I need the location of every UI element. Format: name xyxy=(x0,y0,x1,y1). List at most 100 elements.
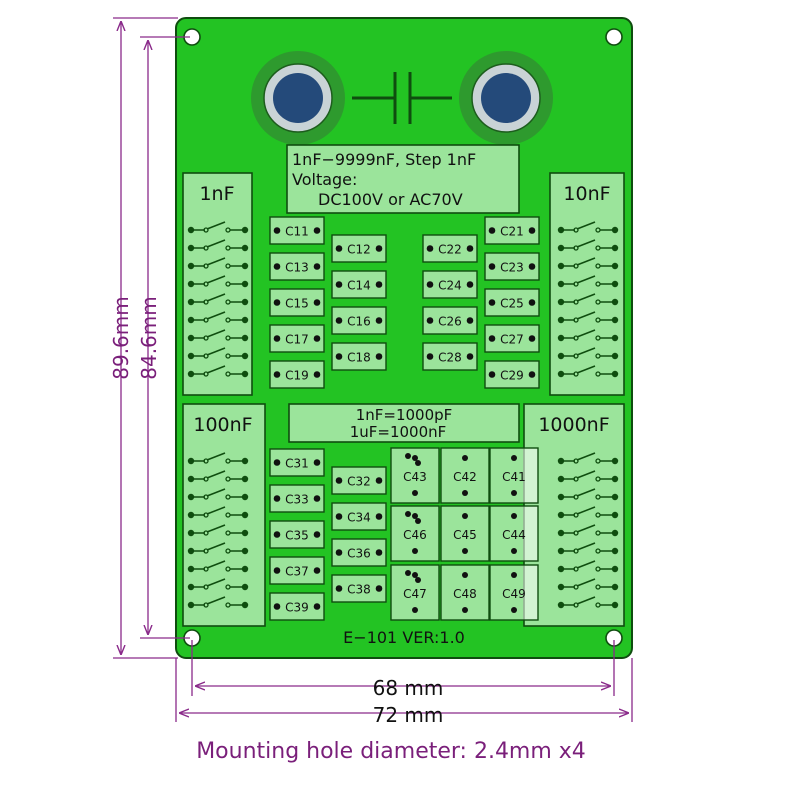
capacitor-c31: C31 xyxy=(269,448,325,477)
capacitor-label: C25 xyxy=(500,297,524,311)
capacitor-label: C12 xyxy=(347,243,371,257)
switch-symbol-icon xyxy=(557,524,619,537)
capacitor-label: C46 xyxy=(403,528,427,542)
capacitor-label: C22 xyxy=(438,243,462,257)
range-text: 1nF−9999nF, Step 1nF xyxy=(292,150,476,169)
capacitor-label: C48 xyxy=(453,587,477,601)
capacitor-label: C21 xyxy=(500,225,524,239)
switch-symbol-icon xyxy=(557,329,619,342)
capacitor-footprints: C11C13C15C17C19C12C14C16C18C22C24C26C28C… xyxy=(269,216,540,621)
width-inner-label: 68 mm xyxy=(373,676,444,700)
capacitor-c48: C48 xyxy=(440,564,490,621)
capacitor-label: C47 xyxy=(403,587,427,601)
capacitor-c49: C49 xyxy=(489,564,539,621)
width-outer-label: 72 mm xyxy=(373,703,444,727)
capacitor-label: C15 xyxy=(285,297,309,311)
capacitor-symbol-icon xyxy=(352,72,452,124)
voltage-label: Voltage: xyxy=(292,170,357,189)
board-version: E−101 VER:1.0 xyxy=(343,628,465,647)
height-inner-label: 84.6mm xyxy=(137,296,161,380)
dimension-lines xyxy=(113,17,633,722)
capacitor-label: C41 xyxy=(502,470,526,484)
terminal-left-icon xyxy=(251,51,345,145)
switch-symbol-icon xyxy=(187,257,249,270)
switch-symbol-icon xyxy=(557,293,619,306)
capacitor-c21: C21 xyxy=(484,216,540,245)
capacitor-c43: C43 xyxy=(390,447,440,504)
switch-symbol-icon xyxy=(187,542,249,555)
capacitor-c18: C18 xyxy=(331,342,387,371)
switch-symbol-icon xyxy=(187,488,249,501)
capacitor-label: C36 xyxy=(347,547,371,561)
switch-symbol-icon xyxy=(557,596,619,609)
capacitor-c14: C14 xyxy=(331,270,387,299)
capacitor-c29: C29 xyxy=(484,360,540,389)
switch-symbol-icon xyxy=(187,347,249,360)
capacitor-label: C26 xyxy=(438,315,462,329)
switch-symbol-icon xyxy=(187,365,249,378)
terminal-right-icon xyxy=(459,51,553,145)
capacitor-label: C14 xyxy=(347,279,371,293)
switch-symbol-icon xyxy=(187,560,249,573)
capacitor-c46: C46 xyxy=(390,505,440,562)
capacitor-c13: C13 xyxy=(269,252,325,281)
capacitor-c16: C16 xyxy=(331,306,387,335)
capacitor-c32: C32 xyxy=(331,466,387,495)
switch-symbol-icon xyxy=(187,329,249,342)
mounting-holes xyxy=(183,28,623,647)
switch-symbol-icon xyxy=(557,239,619,252)
capacitor-label: C24 xyxy=(438,279,462,293)
switch-symbol-icon xyxy=(187,452,249,465)
capacitor-label: C37 xyxy=(285,565,309,579)
spec-label-box: 1nF−9999nF, Step 1nF Voltage: DC100V or … xyxy=(286,144,520,214)
capacitor-c42: C42 xyxy=(440,447,490,504)
capacitor-label: C38 xyxy=(347,583,371,597)
capacitor-c25: C25 xyxy=(484,288,540,317)
capacitor-c28: C28 xyxy=(422,342,478,371)
switch-symbol-icon xyxy=(187,275,249,288)
switch-symbol-icon xyxy=(557,578,619,591)
capacitor-c35: C35 xyxy=(269,520,325,549)
switch-symbol-icon xyxy=(187,578,249,591)
height-outer-label: 89.6mm xyxy=(109,296,133,380)
capacitor-label: C16 xyxy=(347,315,371,329)
capacitor-label: C35 xyxy=(285,529,309,543)
switch-symbol-icon xyxy=(557,488,619,501)
switch-symbol-icon xyxy=(187,524,249,537)
switch-symbol-icon xyxy=(187,293,249,306)
switch-symbol-icon xyxy=(557,506,619,519)
switch-symbol-icon xyxy=(557,347,619,360)
capacitor-label: C43 xyxy=(403,470,427,484)
switch-group-10nf xyxy=(557,221,619,378)
capacitor-label: C33 xyxy=(285,493,309,507)
capacitor-label: C28 xyxy=(438,351,462,365)
switch-symbol-icon xyxy=(187,221,249,234)
switch-symbol-icon xyxy=(557,470,619,483)
switch-symbol-icon xyxy=(187,596,249,609)
capacitor-c12: C12 xyxy=(331,234,387,263)
switch-group-100nf xyxy=(187,452,249,609)
capacitor-c22: C22 xyxy=(422,234,478,263)
capacitor-label: C11 xyxy=(285,225,309,239)
section-label-1nf: 1nF xyxy=(199,183,234,205)
switch-symbol-icon xyxy=(557,311,619,324)
capacitor-label: C29 xyxy=(500,369,524,383)
capacitor-label: C27 xyxy=(500,333,524,347)
capacitor-label: C45 xyxy=(453,528,477,542)
conversion-note-box: 1nF=1000pF 1uF=1000nF xyxy=(288,403,520,443)
capacitor-label: C44 xyxy=(502,528,526,542)
capacitor-c38: C38 xyxy=(331,574,387,603)
capacitor-label: C49 xyxy=(502,587,526,601)
conversion-line-2: 1uF=1000nF xyxy=(350,423,447,441)
capacitor-c47: C47 xyxy=(390,564,440,621)
capacitor-c15: C15 xyxy=(269,288,325,317)
capacitor-c37: C37 xyxy=(269,556,325,585)
switch-symbol-icon xyxy=(187,311,249,324)
dip-switch-groups xyxy=(187,221,619,609)
capacitor-c44: C44 xyxy=(489,505,539,562)
switch-symbol-icon xyxy=(557,542,619,555)
capacitor-c36: C36 xyxy=(331,538,387,567)
switch-symbol-icon xyxy=(557,221,619,234)
capacitor-label: C31 xyxy=(285,457,309,471)
